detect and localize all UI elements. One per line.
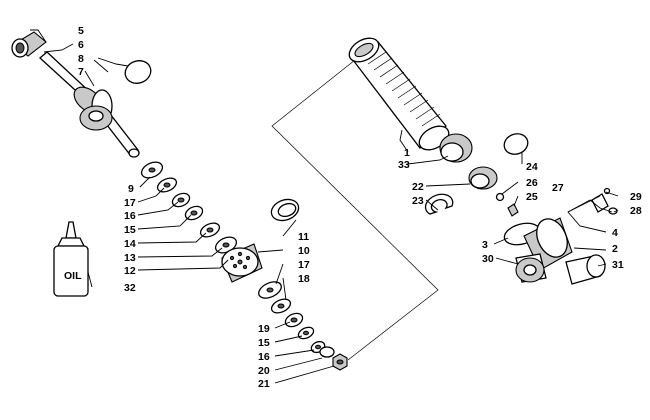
callout-13: 13 [124, 252, 136, 264]
piston-part [221, 198, 300, 283]
valve-small-parts [495, 192, 519, 217]
o-ring-part [124, 60, 152, 84]
callout-19: 19 [258, 323, 270, 335]
callout-8: 8 [78, 53, 84, 65]
callout-16b: 16 [258, 351, 270, 363]
washer-stack-upper [140, 161, 238, 254]
leader-lines [30, 29, 619, 384]
callout-12: 12 [124, 265, 136, 277]
snap-ring-part [424, 193, 454, 215]
callout-17b: 17 [298, 259, 310, 271]
callout-9: 9 [128, 183, 134, 195]
callout-22: 22 [412, 181, 424, 193]
callout-4: 4 [612, 227, 618, 239]
callout-2: 2 [612, 243, 618, 255]
shaft-eyelet-part [11, 31, 47, 58]
callout-31: 31 [612, 259, 624, 271]
washer-stack-lower [258, 281, 348, 371]
callout-15b: 15 [258, 337, 270, 349]
bumper-part [73, 86, 113, 131]
callout-27: 27 [552, 182, 564, 194]
callout-10: 10 [298, 245, 310, 257]
base-reservoir-part [503, 217, 606, 285]
shock-body-part [348, 37, 450, 151]
callout-24: 24 [526, 161, 538, 173]
callout-18: 18 [298, 273, 310, 285]
callout-14: 14 [124, 238, 136, 250]
callout-20: 20 [258, 365, 270, 377]
oil-bottle-label: OIL [64, 270, 82, 282]
callout-3: 3 [482, 239, 488, 251]
assembly-bracket-lines [271, 59, 439, 361]
callout-11: 11 [298, 231, 309, 243]
fitting-part [591, 187, 618, 215]
callout-6: 6 [78, 39, 84, 51]
callout-29: 29 [630, 191, 642, 203]
callout-21: 21 [258, 378, 270, 390]
callout-17a: 17 [124, 197, 136, 209]
callout-16a: 16 [124, 210, 136, 222]
callout-26: 26 [526, 177, 538, 189]
callout-32: 32 [124, 282, 136, 294]
callout-23: 23 [412, 195, 424, 207]
callout-5: 5 [78, 25, 84, 37]
callout-28: 28 [630, 205, 642, 217]
callout-25: 25 [526, 191, 538, 203]
collar-part [468, 166, 498, 190]
callout-1: 1 [404, 147, 410, 159]
shaft-assembly [11, 31, 152, 158]
callout-33: 33 [398, 159, 410, 171]
callout-15a: 15 [124, 224, 136, 236]
callout-7: 7 [78, 66, 84, 78]
callout-30: 30 [482, 253, 494, 265]
o-ring-24-part [503, 133, 529, 155]
callout-labels: 5 6 8 7 9 17 16 15 14 13 12 32 11 10 17 … [78, 25, 642, 390]
adjuster-ring-part [439, 133, 473, 163]
oil-bottle-part: OIL [53, 221, 89, 297]
